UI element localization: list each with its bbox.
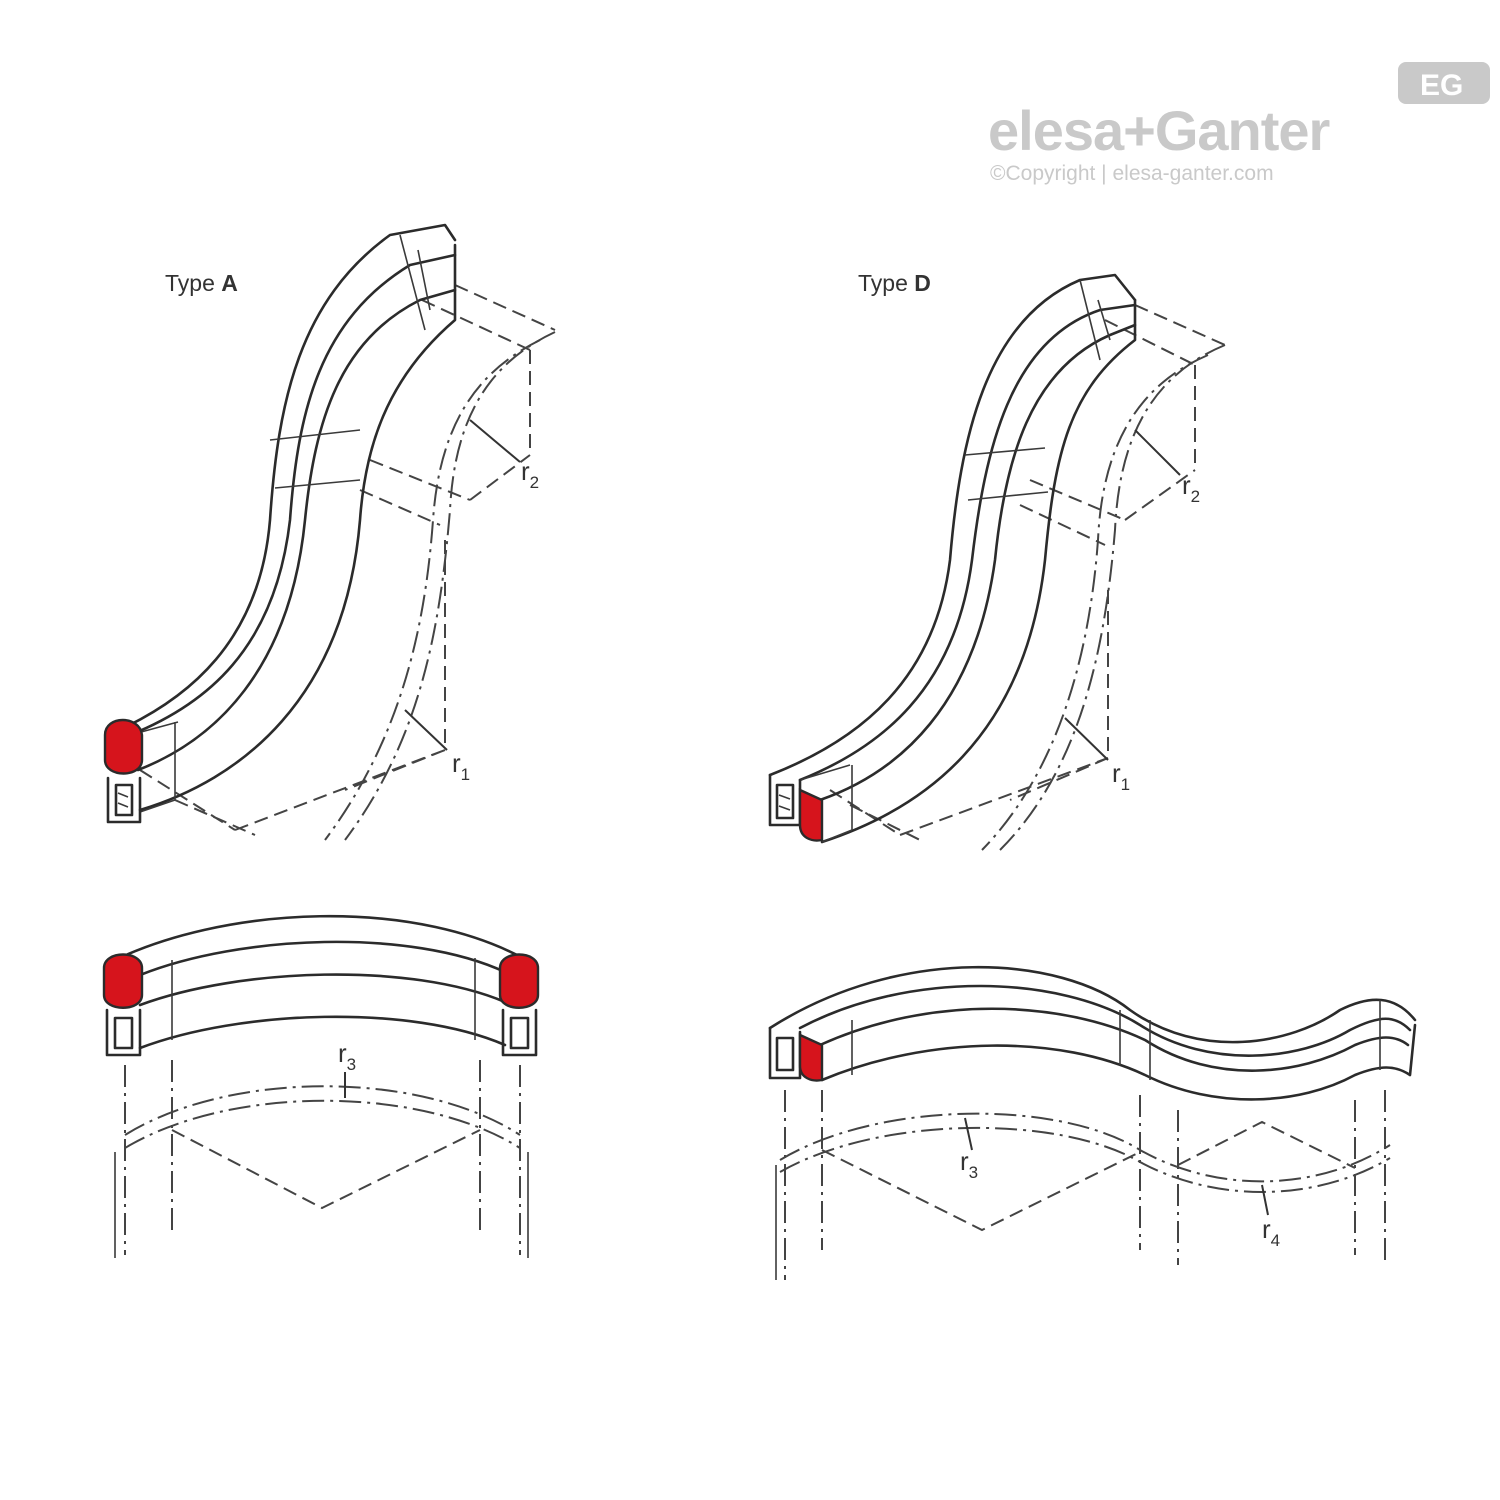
type-d-clip-section <box>768 773 802 827</box>
type-a-profile-inner <box>138 243 457 812</box>
wave-clip-section <box>768 1026 802 1080</box>
arch-profile-lip <box>138 940 507 977</box>
wave-radius-curve-inner <box>779 1127 1391 1193</box>
arch-guide-verticals <box>124 1060 521 1255</box>
type-a-clip-section <box>106 776 142 824</box>
type-d-profile-outer <box>768 273 1137 777</box>
logo-badge-text: EG <box>1420 69 1463 102</box>
type-a-r2-leader <box>469 419 521 463</box>
arch-segment-lines <box>171 958 476 1040</box>
type-a-construction-top <box>359 284 556 526</box>
wave-profile-lip <box>798 984 1412 1057</box>
logo-wordmark: elesa+Ganter <box>988 99 1330 162</box>
wave-r3-leader <box>964 1117 973 1151</box>
type-a-profile-lip <box>128 253 457 737</box>
type-d-bulb-seal <box>798 788 824 842</box>
arch-left-bulb-seal <box>102 953 144 1009</box>
arch-center-lines <box>171 1129 481 1210</box>
type-d-segment-line-2 <box>1079 279 1111 361</box>
type-d-construction-top <box>1019 304 1226 546</box>
type-d-figure: Type D r2 r1 <box>768 270 1226 851</box>
type-d-edge-curve-outer <box>999 344 1226 851</box>
wave-profile-bottom <box>820 1023 1417 1101</box>
type-d-end-line <box>799 764 853 843</box>
arch-figure: r3 <box>102 914 540 1258</box>
wave-r3-label: r3 <box>960 1146 978 1182</box>
type-d-r1-leader <box>1064 717 1109 761</box>
type-a-edge-curve-outer <box>344 331 556 841</box>
type-d-edge-curve-inner <box>981 354 1209 851</box>
type-a-figure: Type A r2 r1 <box>103 223 556 841</box>
type-a-r1-leader <box>404 709 448 751</box>
wave-r4-leader <box>1261 1184 1269 1216</box>
arch-right-clip <box>501 1008 538 1057</box>
arch-r3-label: r3 <box>338 1038 356 1074</box>
type-a-edge-curve-inner <box>324 339 541 841</box>
wave-figure: r3 r4 <box>768 965 1417 1280</box>
type-d-construction-bottom <box>829 590 1109 841</box>
arch-radius-curve-inner <box>124 1099 521 1149</box>
arch-left-clip <box>105 1008 142 1057</box>
arch-profile-top <box>103 914 537 967</box>
type-d-r2-leader <box>1134 429 1181 476</box>
type-a-bulb-seal <box>103 718 144 775</box>
arch-profile-mid <box>138 973 507 1007</box>
type-a-label: Type A <box>165 270 238 296</box>
type-a-profile-mid <box>136 288 457 772</box>
wave-r4-label: r4 <box>1262 1214 1280 1250</box>
type-d-r2-label: r2 <box>1182 470 1200 506</box>
type-d-profile-inner <box>820 298 1137 844</box>
type-d-profile-lip <box>798 303 1137 782</box>
type-a-clip-teeth <box>117 792 129 808</box>
type-a-construction-bottom <box>139 540 446 836</box>
type-d-profile-mid <box>818 323 1137 802</box>
wave-guide-verticals <box>784 1090 1386 1280</box>
type-a-segment-line-2 <box>399 234 431 331</box>
logo-badge <box>1398 62 1490 104</box>
arch-radius-curve <box>124 1085 521 1136</box>
wave-radius-curve <box>779 1112 1391 1183</box>
wave-profile-top <box>768 965 1417 1044</box>
wave-center-lines <box>821 1120 1356 1232</box>
type-a-r2-label: r2 <box>521 456 539 492</box>
type-d-label: Type D <box>858 270 931 296</box>
wave-segment-lines <box>851 1000 1381 1080</box>
type-a-profile-outer <box>106 223 457 737</box>
type-d-segment-line-1 <box>964 447 1049 501</box>
elesa-ganter-logo: EG elesa+Ganter ©Copyright | elesa-gante… <box>988 62 1490 185</box>
type-a-r1-label: r1 <box>452 748 470 784</box>
type-d-clip-teeth <box>778 794 791 811</box>
type-a-segment-line-1 <box>269 429 361 489</box>
wave-profile-mid <box>818 1007 1410 1072</box>
arch-profile-bottom <box>138 1015 507 1050</box>
logo-copyright: ©Copyright | elesa-ganter.com <box>990 162 1274 185</box>
type-d-r1-label: r1 <box>1112 758 1130 794</box>
arch-right-bulb-seal <box>498 953 540 1009</box>
wave-bulb-seal <box>798 1033 824 1082</box>
